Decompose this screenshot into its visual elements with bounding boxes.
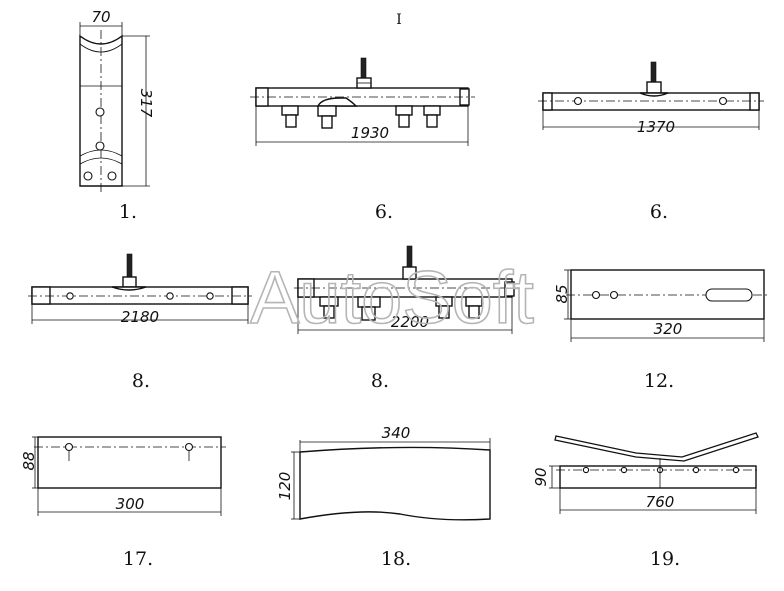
part-17-drawing <box>32 436 226 516</box>
part-17-caption: 17. <box>123 548 153 570</box>
part-8b-dim-length: 2200 <box>391 313 429 331</box>
part-18-caption: 18. <box>381 548 411 570</box>
sheet-mark: I <box>396 12 402 28</box>
part-12-dim-length: 320 <box>654 320 683 338</box>
part-12-drawing <box>564 269 770 342</box>
part-1-dim-width: 70 <box>91 8 110 26</box>
part-18-drawing <box>291 438 491 521</box>
part-8b-drawing <box>294 245 520 334</box>
part-1-drawing <box>79 22 150 192</box>
part-6a-dim-length: 1930 <box>351 124 389 142</box>
part-6b-caption: 6. <box>650 201 668 223</box>
part-8a-dim-length: 2180 <box>121 308 159 326</box>
part-12-dim-height: 85 <box>553 284 571 303</box>
part-18-dim-height: 120 <box>276 472 294 501</box>
part-17-dim-height: 88 <box>20 451 38 470</box>
part-17-dim-length: 300 <box>116 495 145 513</box>
part-6b-dim-length: 1370 <box>637 118 675 136</box>
part-19-dim-length: 760 <box>646 493 675 511</box>
part-8b-caption: 8. <box>371 370 389 392</box>
part-1-dim-height: 317 <box>137 89 155 118</box>
part-19-caption: 19. <box>650 548 680 570</box>
part-8a-drawing <box>28 253 252 324</box>
part-19-drawing <box>549 432 760 514</box>
watermark: AutoSoft <box>250 256 534 339</box>
part-1-caption: 1. <box>119 201 137 223</box>
part-12-caption: 12. <box>644 370 674 392</box>
part-6b-drawing <box>538 61 764 130</box>
part-8a-caption: 8. <box>132 370 150 392</box>
part-6a-caption: 6. <box>375 201 393 223</box>
part-19-dim-height: 90 <box>532 467 550 486</box>
part-18-dim-length: 340 <box>382 424 411 442</box>
part-6a-drawing <box>250 57 475 146</box>
